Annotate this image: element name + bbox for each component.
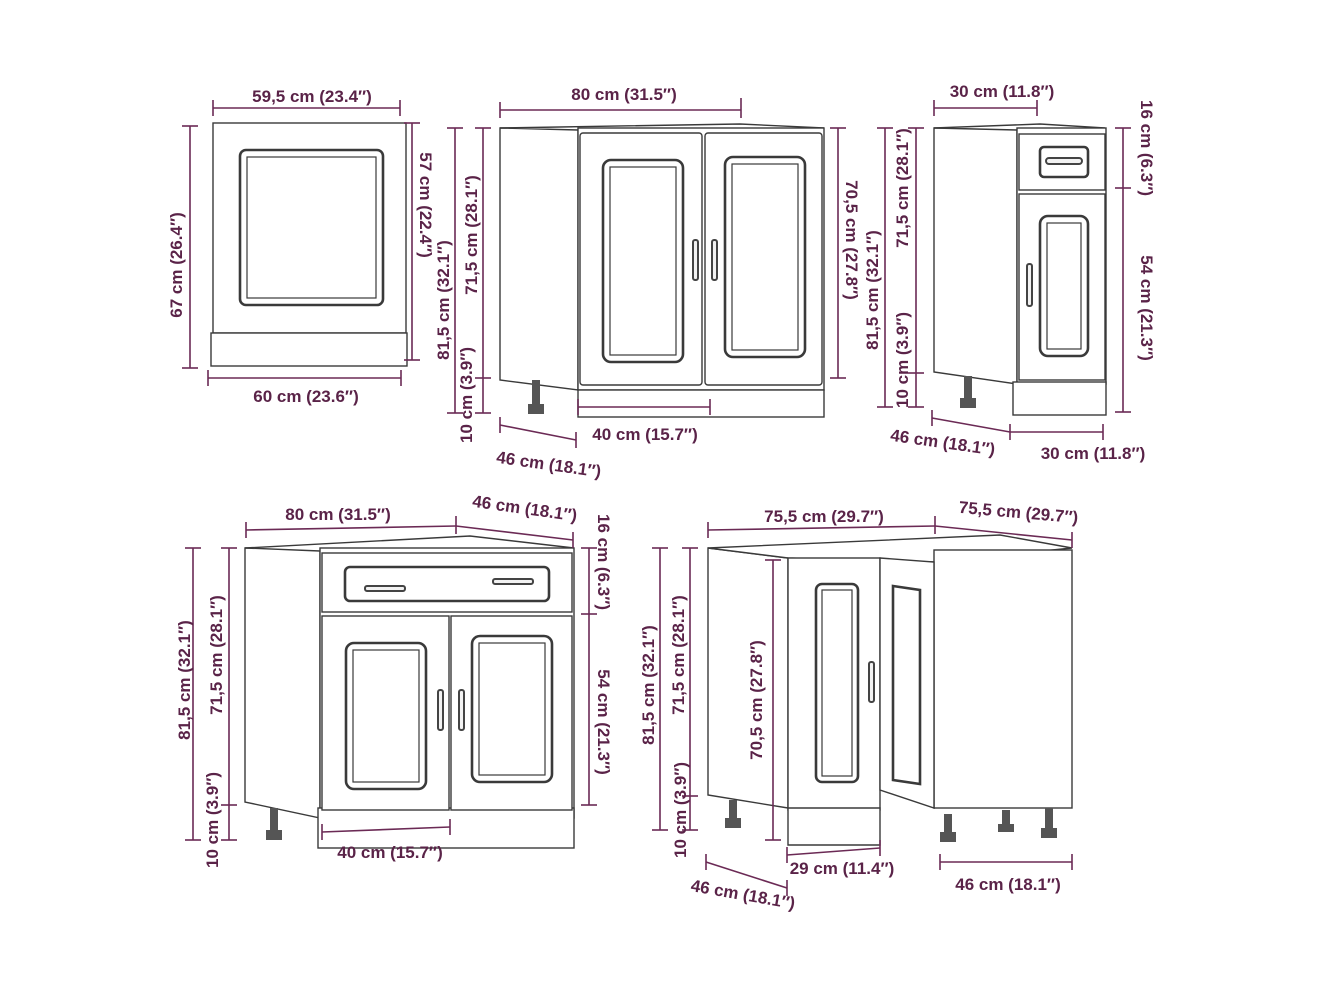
oven-height-label: 67 cm (26.4″) [167,212,186,317]
corner-width-left-label: 75,5 cm (29.7″) [764,507,884,526]
corner-depth-right-label: 46 cm (18.1″) [955,875,1060,894]
corner-depth-left-label: 46 cm (18.1″) [689,876,796,913]
narrow-total-label: 81,5 cm (32.1″) [863,230,882,350]
corner-body-label: 71,5 cm (28.1″) [669,595,688,715]
sink-cabinet [447,98,846,448]
narrow-legs-label: 10 cm (3.9″) [893,312,912,408]
oven-door-height-label: 57 cm (22.4″) [416,152,435,257]
drawer-legs-label: 10 cm (3.9″) [203,772,222,868]
drawer-total-label: 81,5 cm (32.1″) [175,620,194,740]
sink-door-height-label: 70,5 cm (27.8″) [842,180,861,300]
sink-door-width-label: 40 cm (15.7″) [592,425,697,444]
drawer-cabinet [185,516,597,849]
drawer-body-label: 71,5 cm (28.1″) [207,595,226,715]
narrow-door-label: 54 cm (21.3″) [1137,255,1156,360]
corner-cabinet [652,516,1073,896]
drawer-door-width-label: 40 cm (15.7″) [337,843,442,862]
corner-opening-label: 29 cm (11.4″) [790,859,895,878]
narrow-cabinet [877,100,1131,440]
narrow-depth-label: 46 cm (18.1″) [889,426,996,459]
sink-body-height-label: 71,5 cm (28.1″) [462,175,481,295]
drawer-depth-label: 46 cm (18.1″) [471,492,578,525]
oven-width-bottom-label: 60 cm (23.6″) [253,387,358,406]
narrow-width-top-label: 30 cm (11.8″) [950,82,1055,101]
sink-depth-label: 46 cm (18.1″) [495,448,602,481]
oven-width-top-label: 59,5 cm (23.4″) [252,87,372,106]
drawer-drawer-label: 16 cm (6.3″) [594,514,613,610]
sink-leg-height-label: 10 cm (3.9″) [457,347,476,443]
drawer-door-label: 54 cm (21.3″) [594,669,613,774]
drawer-width-label: 80 cm (31.5″) [285,505,390,524]
corner-legs-label: 10 cm (3.9″) [671,762,690,858]
corner-total-label: 81,5 cm (32.1″) [639,625,658,745]
oven-cabinet [182,100,420,386]
narrow-width-bottom-label: 30 cm (11.8″) [1041,444,1146,463]
sink-total-height-label: 81,5 cm (32.1″) [434,240,453,360]
corner-door-label: 70,5 cm (27.8″) [747,640,766,760]
narrow-drawer-label: 16 cm (6.3″) [1137,100,1156,196]
corner-width-right-label: 75,5 cm (29.7″) [958,498,1079,527]
narrow-body-label: 71,5 cm (28.1″) [893,128,912,248]
sink-width-label: 80 cm (31.5″) [571,85,676,104]
